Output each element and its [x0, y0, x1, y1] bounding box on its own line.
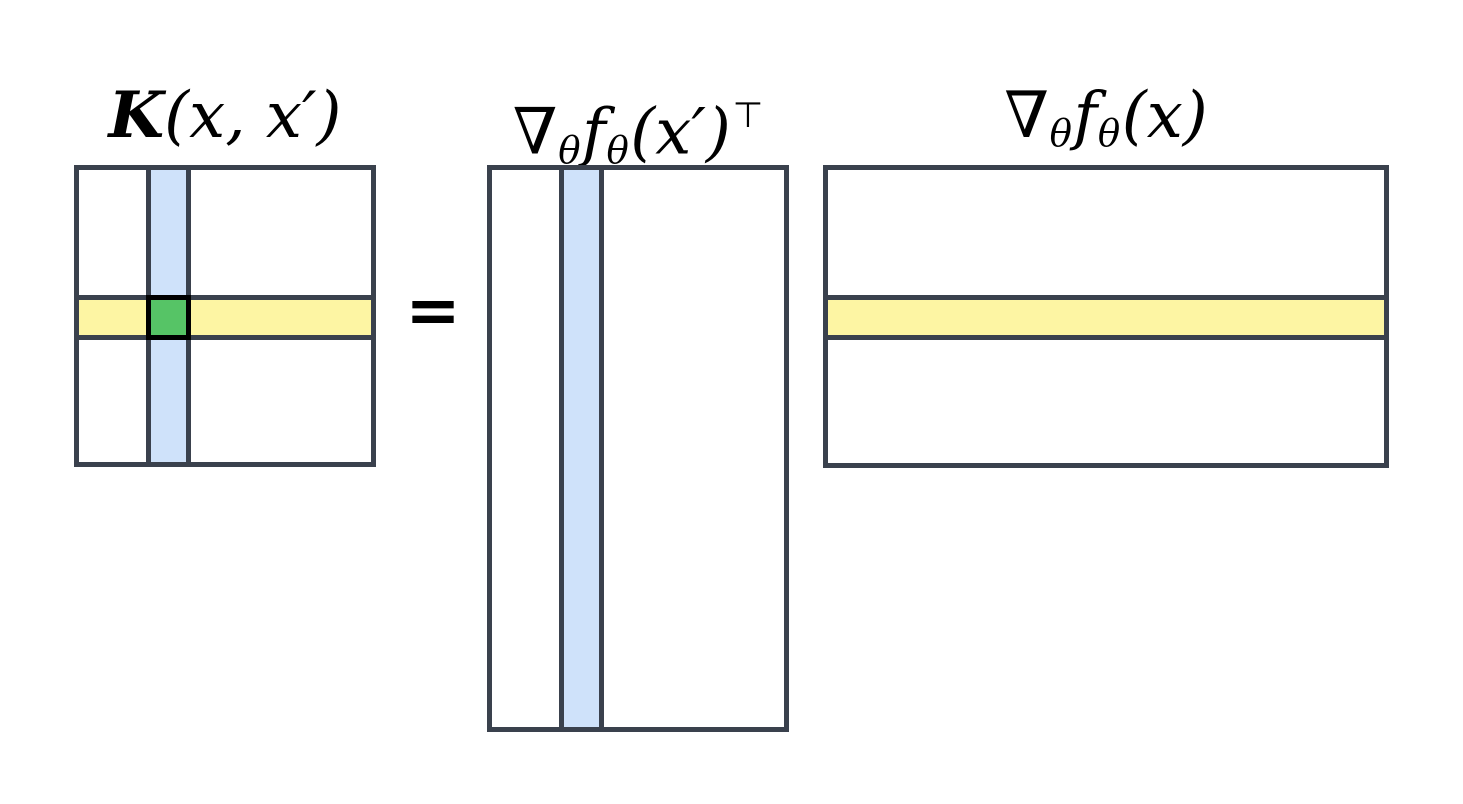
kernel-row-highlight: [79, 295, 371, 340]
function-subscript: θ: [1097, 112, 1121, 156]
kernel-arguments: (x, x′): [164, 79, 342, 153]
function-symbol: f: [1073, 79, 1098, 153]
gradient-row-highlight: [828, 295, 1384, 340]
kernel-matrix: [74, 165, 376, 467]
function-arguments: (x): [1121, 79, 1208, 153]
kernel-symbol: K: [108, 78, 165, 153]
transpose-symbol: ⊤: [732, 95, 764, 136]
gradient-matrix: [823, 165, 1389, 468]
kernel-entry-highlight: [146, 295, 191, 340]
gradient-transpose-column-highlight: [559, 170, 604, 727]
gradient-transpose-matrix: [487, 165, 789, 732]
gradient-transpose-label: ∇θfθ(x′)⊤: [487, 84, 789, 172]
nabla-subscript: θ: [1049, 112, 1072, 156]
gradient-label: ∇θfθ(x): [823, 84, 1389, 156]
equals-sign: =: [405, 271, 461, 349]
function-arguments: (x′): [630, 95, 731, 170]
function-symbol: f: [582, 95, 606, 170]
nabla-symbol: ∇: [512, 95, 558, 170]
function-subscript: θ: [606, 128, 629, 172]
nabla-symbol: ∇: [1004, 79, 1049, 153]
kernel-matrix-label: K(x, x′): [74, 84, 376, 154]
nabla-subscript: θ: [558, 128, 581, 172]
